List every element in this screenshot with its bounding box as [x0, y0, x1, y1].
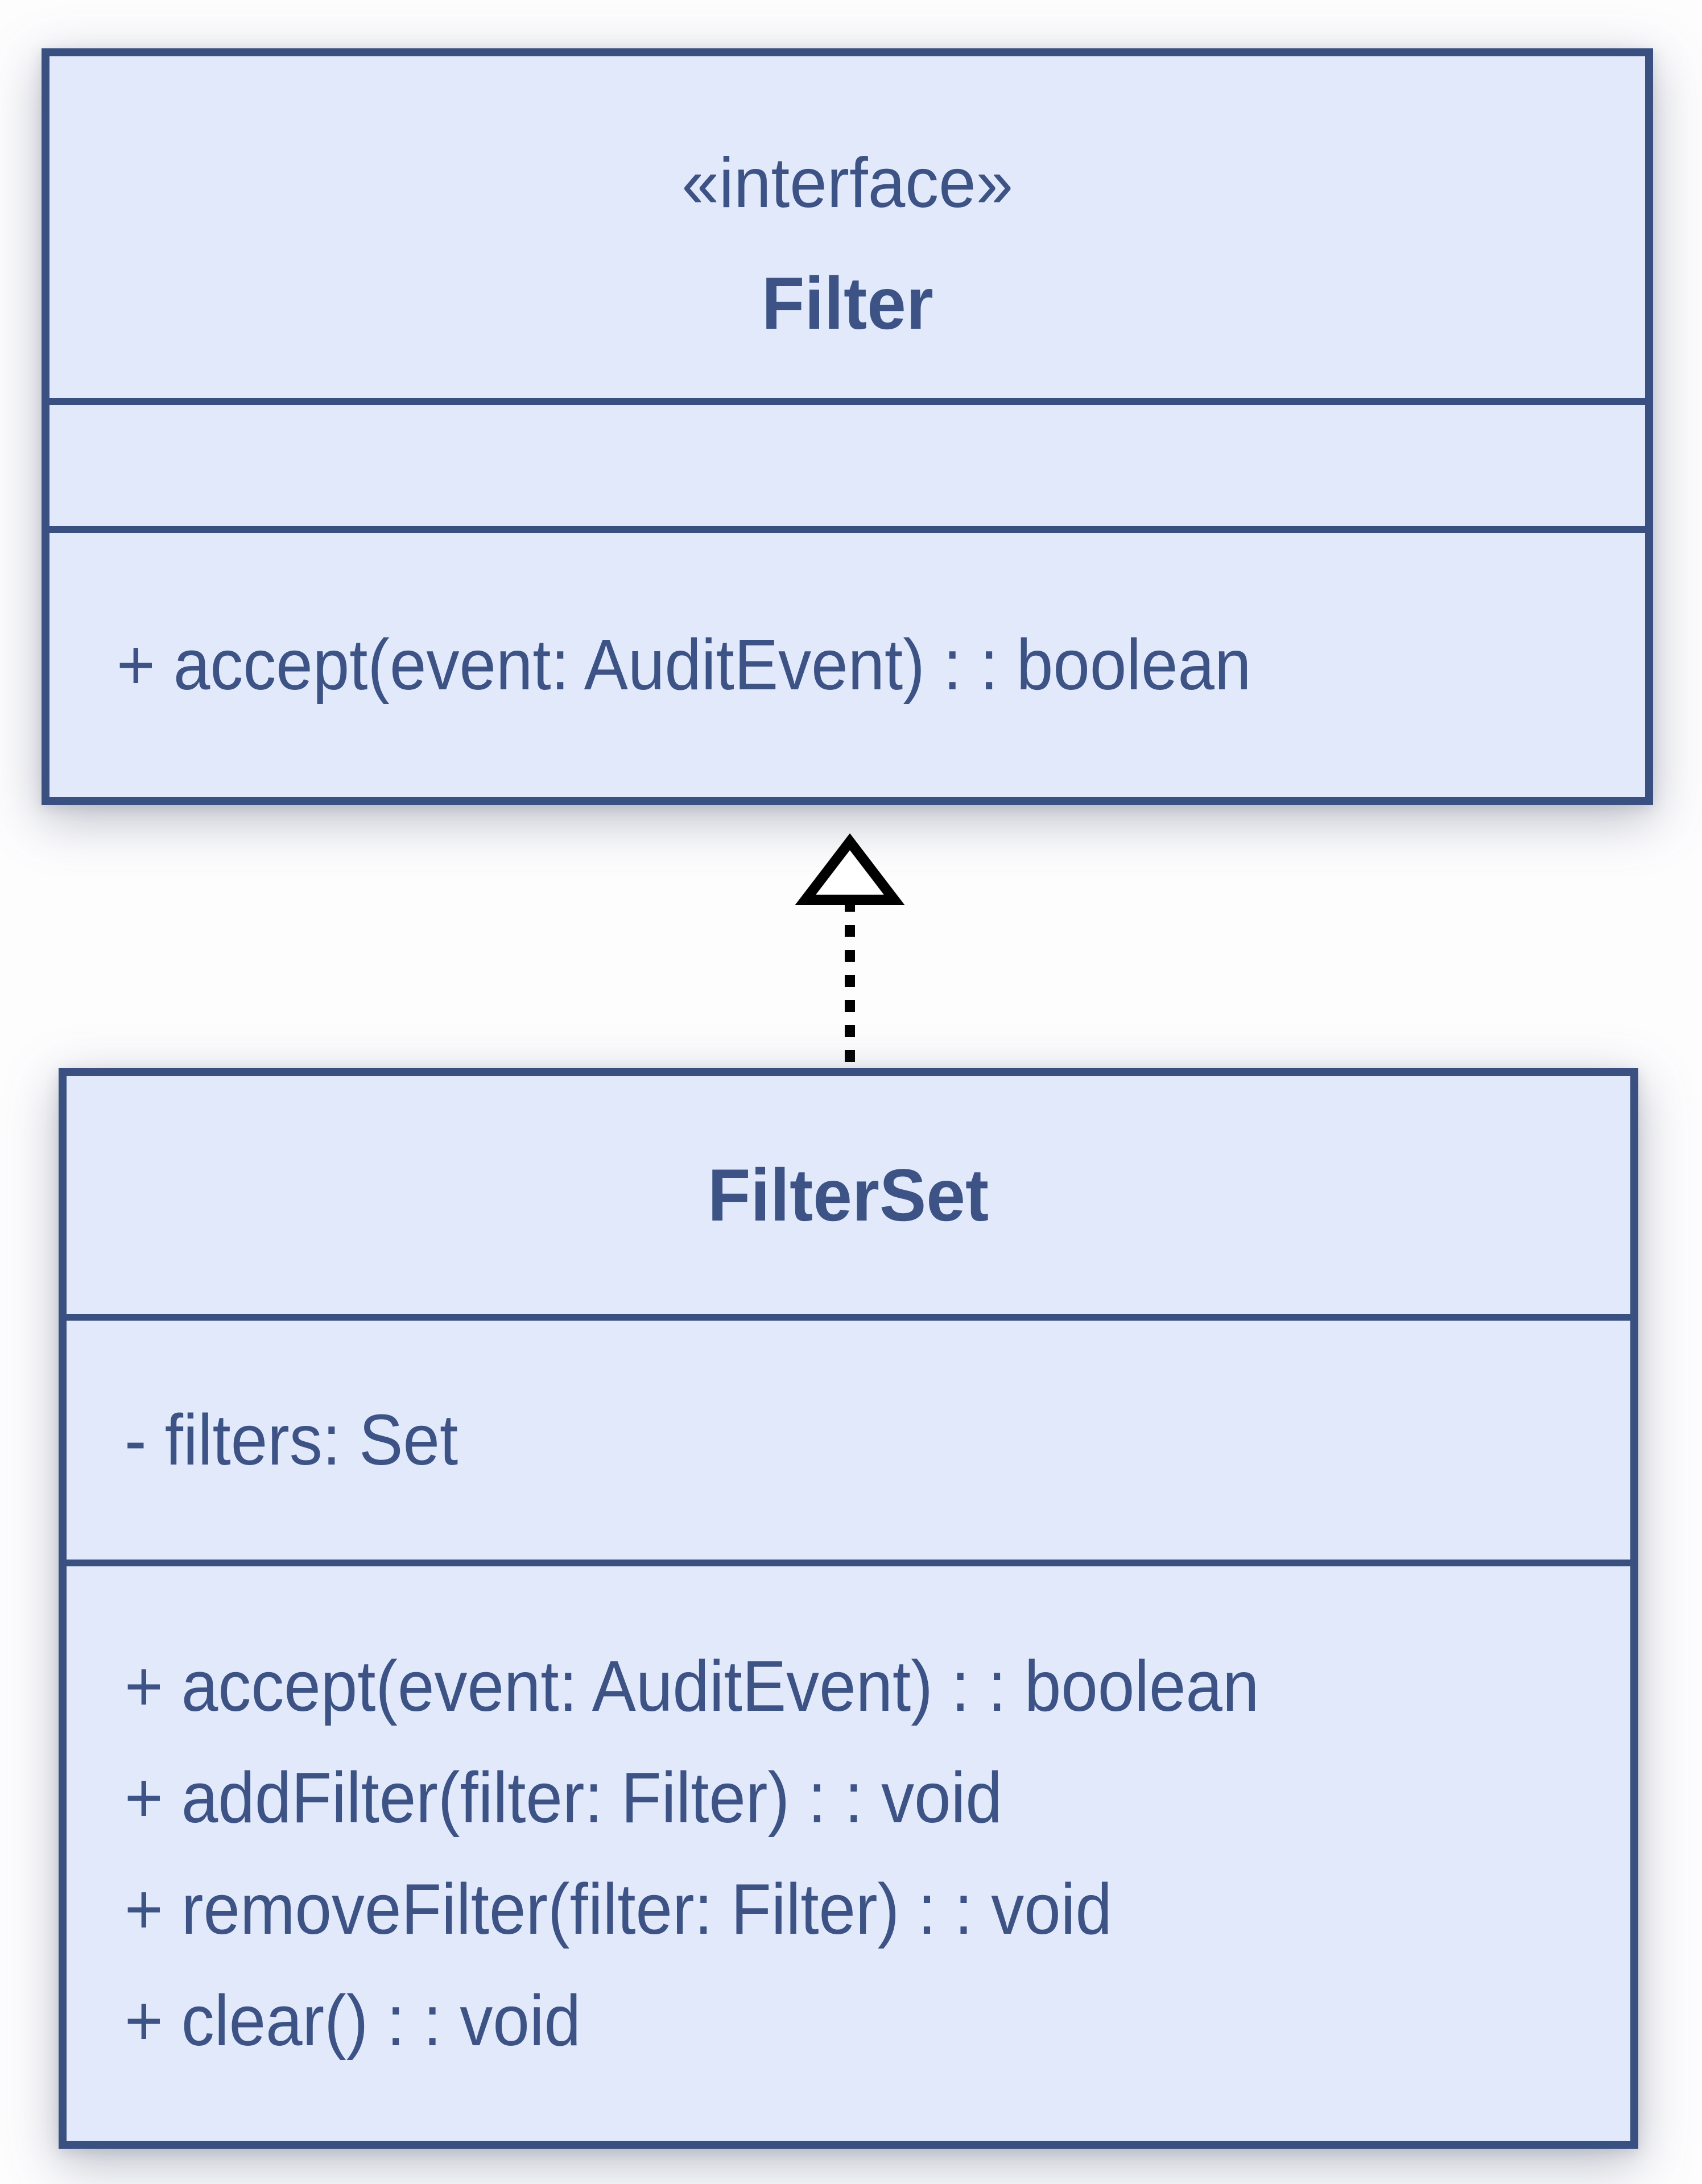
filterset-title-compartment: FilterSet — [67, 1076, 1630, 1314]
filter-title-compartment: «interface» Filter — [49, 56, 1645, 398]
member-line: + addFilter(filter: Filter) : : void — [125, 1757, 1002, 1838]
filterset-class-name: FilterSet — [708, 1153, 989, 1236]
member-line: + removeFilter(filter: Filter) : : void — [125, 1869, 1112, 1949]
filter-attributes-compartment — [49, 398, 1645, 526]
class-box-filter: «interface» Filter + accept(event: Audit… — [42, 48, 1653, 805]
member-line: - filters: Set — [125, 1400, 458, 1480]
filterset-operations-compartment: + accept(event: AuditEvent) : : boolean +… — [67, 1560, 1630, 2141]
member-line: + accept(event: AuditEvent) : : boolean — [125, 1646, 1259, 1726]
filter-operations-compartment: + accept(event: AuditEvent) : : boolean — [49, 526, 1645, 797]
filter-class-name: Filter — [761, 262, 933, 345]
class-box-filterset: FilterSet - filters: Set + accept(event:… — [59, 1068, 1638, 2149]
hollow-triangle-arrowhead-icon — [795, 833, 905, 905]
filterset-attributes-compartment: - filters: Set — [67, 1314, 1630, 1560]
member-line: + accept(event: AuditEvent) : : boolean — [117, 624, 1251, 705]
member-line: + clear() : : void — [125, 1980, 581, 2061]
realization-arrow — [795, 833, 905, 1068]
filter-stereotype: «interface» — [681, 144, 1013, 222]
